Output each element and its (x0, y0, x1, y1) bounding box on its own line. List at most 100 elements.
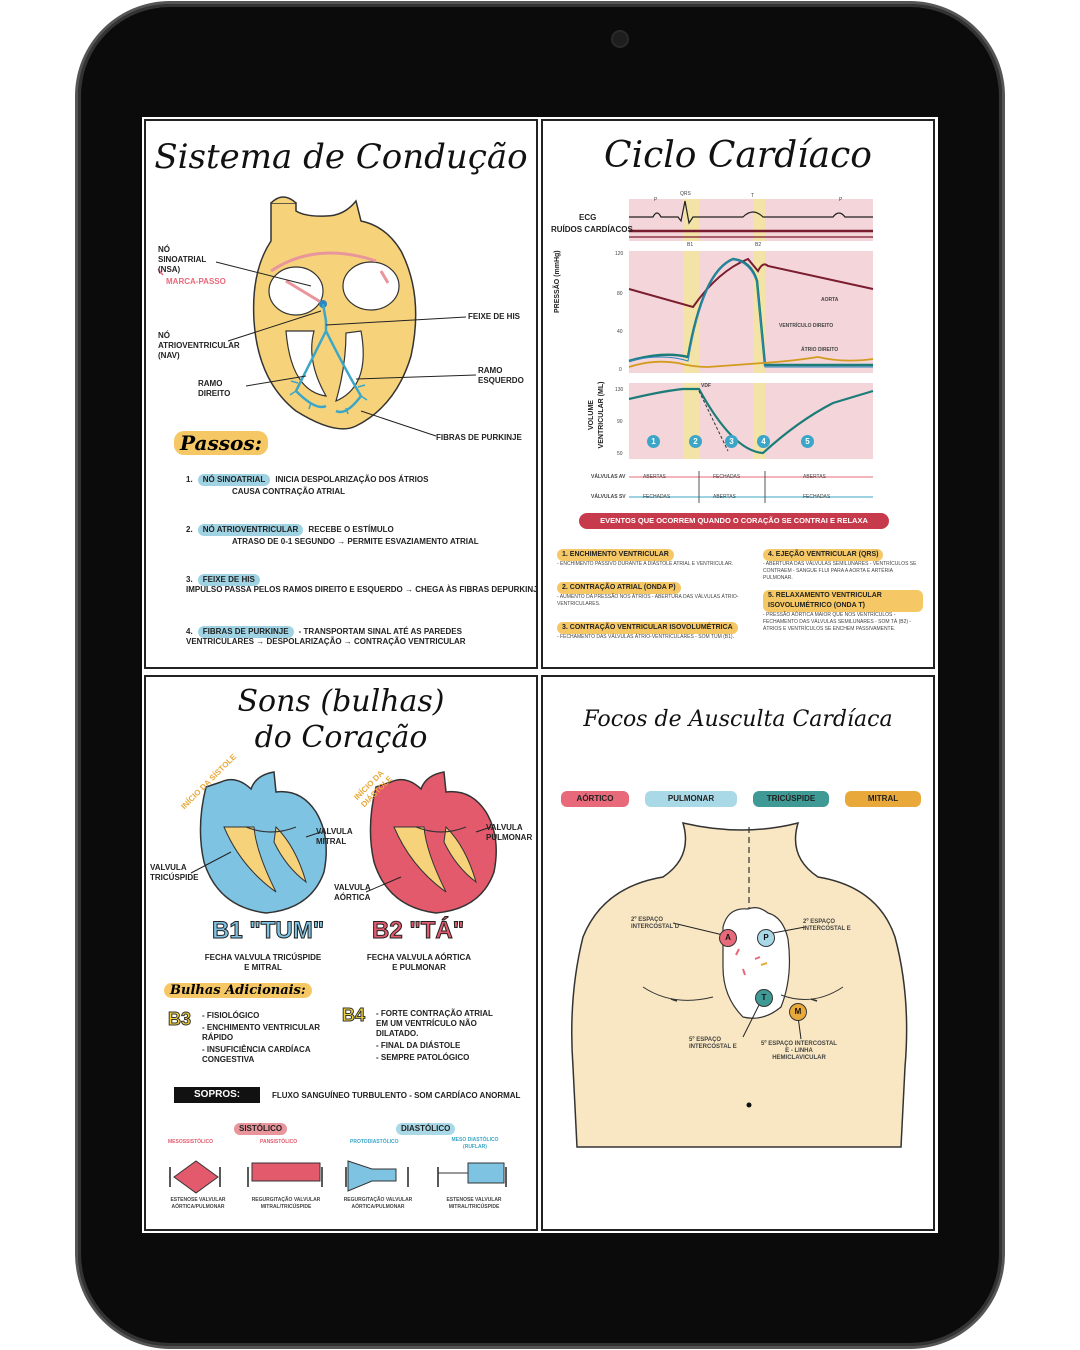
event-desc: - AUMENTO DA PRESSÃO NOS ÁTRIOS - ABERTU… (557, 594, 739, 607)
foci-legend: AÓRTICO PULMONAR TRICÚSPIDE MITRAL (561, 791, 921, 807)
step-number: 4. (186, 627, 193, 636)
murmur-desc: ESTENOSE VALVULAR MITRAL/TRICÚSPIDE (446, 1197, 502, 1210)
event-title: 1. ENCHIMENTO VENTRICULAR (557, 549, 674, 561)
pressure-tick: 40 (617, 329, 623, 335)
step-number: 3. (186, 575, 193, 584)
step-sub: ATRASO DE 0-1 SEGUNDO → PERMITE ESVAZIAM… (232, 537, 479, 546)
vdf-label: VDF (701, 383, 711, 389)
focus-marker: A (719, 929, 737, 947)
panel-sistema-conducao: Sistema de Condução NÓ SINOATRIAL (NSA) … (144, 119, 538, 669)
step-item: 4. FIBRAS DE PURKINJE - TRANSPORTAM SINA… (186, 619, 531, 667)
events-left: 1. ENCHIMENTO VENTRICULAR - ENCHIMENTO P… (557, 541, 743, 641)
focus-marker: P (757, 929, 775, 947)
heart-sounds-diagram (169, 771, 507, 1194)
valvula-aortica: VALVULA AÓRTICA (334, 883, 371, 902)
ecg-label: ECG (579, 213, 597, 222)
pressure-axis-label: PRESSÃO (mmHg) (554, 250, 561, 313)
valvula-pulmonar: VALVULA PULMONAR (486, 823, 533, 842)
volume-axis-label: VOLUME VENTRICULAR (ML) (588, 381, 605, 449)
ventriculo-label: VENTRÍCULO DIREITO (779, 323, 834, 329)
focus-desc-mitral: 5º ESPAÇO INTERCOSTAL E - LINHA HEMICLAV… (761, 1041, 837, 1061)
valve-row-label: VÁLVULAS SV (591, 494, 626, 500)
murmur-label: MESO DIASTÓLICO (RUFLAR) (451, 1137, 499, 1150)
phase-marker: 3 (725, 435, 738, 448)
b3-item: - ENCHIMENTO VENTRICULAR RÁPIDO (202, 1023, 321, 1042)
cardiac-cycle-chart (628, 199, 874, 503)
event-item: 3. CONTRAÇÃO VENTRICULAR ISOVOLUMÉTRICA … (557, 614, 743, 641)
sound-label: B2 (755, 242, 762, 248)
panel-title-line2: do Coração (254, 720, 428, 755)
aorta-label: AORTA (821, 297, 839, 303)
label-ramo-direito: RAMO DIREITO (198, 379, 231, 398)
legend-pulmonar: PULMONAR (645, 791, 737, 807)
pressure-tick: 80 (617, 291, 623, 297)
event-title: 4. EJEÇÃO VENTRICULAR (QRS) (763, 549, 884, 561)
passos-title: Passos: (174, 431, 268, 455)
events-title: EVENTOS QUE OCORREM QUANDO O CORAÇÃO SE … (579, 513, 889, 529)
valve-state: ABERTAS (803, 474, 826, 480)
event-desc: - FECHAMENTO DAS VÁLVULAS ÁTRIO-VENTRICU… (557, 634, 734, 640)
step-number: 2. (186, 525, 193, 534)
step-item: 1. NÓ SINOATRIAL INICIA DESPOLARIZAÇÃO D… (186, 467, 531, 517)
phase-marker: 5 (801, 435, 814, 448)
b3-item: - FISIOLÓGICO (202, 1011, 260, 1020)
wave-label: T (751, 193, 755, 199)
murmur-desc: REGURGITAÇÃO VALVULAR MITRAL/TRICÚSPIDE (251, 1197, 321, 1210)
step-key: NÓ ATRIOVENTRICULAR (197, 524, 304, 536)
volume-tick: 130 (615, 387, 624, 393)
pressure-tick: 120 (615, 251, 624, 257)
focus-marker: T (755, 989, 773, 1007)
tablet-screen: Sistema de Condução NÓ SINOATRIAL (NSA) … (142, 117, 938, 1233)
steps-list: 1. NÓ SINOATRIAL INICIA DESPOLARIZAÇÃO D… (186, 467, 536, 667)
phase-marker: 1 (647, 435, 660, 448)
valve-row-label: VÁLVULAS AV (591, 474, 626, 480)
valvula-mitral: VALVULA MITRAL (316, 827, 353, 846)
label-no-sinoatrial: NÓ SINOATRIAL (NSA) (158, 245, 207, 274)
valve-state: FECHADAS (803, 494, 831, 500)
focus-desc-pulmonar: 2º ESPAÇO INTERCOSTAL E (803, 919, 851, 932)
wave-label: P (654, 197, 658, 203)
wave-label: P (839, 197, 843, 203)
b4-item: - FORTE CONTRAÇÃO ATRIAL EM UM VENTRÍCUL… (376, 1009, 493, 1038)
panel-ciclo-cardiaco: Ciclo Cardíaco (541, 119, 935, 669)
focus-marker: M (789, 1003, 807, 1021)
panel-title: Sistema de Condução (154, 137, 528, 177)
phase-marker: 2 (689, 435, 702, 448)
b4-tag: B4 (341, 1005, 366, 1026)
murmur-label: PROTODIASTÓLICO (350, 1139, 399, 1145)
camera-icon (611, 30, 629, 48)
volume-tick: 50 (617, 451, 623, 457)
event-desc: - ENCHIMENTO PASSIVO DURANTE A DIÁSTOLE … (557, 561, 734, 567)
step-key: FEIXE DE HIS (197, 574, 260, 586)
b1-desc: FECHA VALVULA TRICÚSPIDE E MITRAL (204, 953, 322, 972)
b4-item: - FINAL DA DIÁSTOLE (376, 1041, 461, 1050)
torso-diagram (571, 821, 908, 1148)
step-sub: IMPULSO PASSA PELOS RAMOS DIREITO E ESQU… (186, 585, 538, 594)
step-sub: CAUSA CONTRAÇÃO ATRIAL (232, 487, 346, 496)
ruidos-label: RUÍDOS CARDÍACOS (551, 225, 633, 234)
valve-state: ABERTAS (643, 474, 666, 480)
b4-list: - FORTE CONTRAÇÃO ATRIAL EM UM VENTRÍCUL… (376, 1009, 496, 1063)
murmur-label: PANSISTÓLICO (260, 1139, 298, 1145)
step-text: RECEBE O ESTÍMULO (308, 525, 394, 534)
panel-title-line1: Sons (bulhas) (237, 684, 445, 719)
step-key: FIBRAS DE PURKINJE (197, 626, 294, 638)
sopros-desc: FLUXO SANGUÍNEO TURBULENTO - SOM CARDÍAC… (272, 1091, 521, 1100)
step-item: 3. FEIXE DE HIS IMPULSO PASSA PELOS RAMO… (186, 567, 536, 619)
atrio-label: ÁTRIO DIREITO (801, 347, 839, 353)
label-marca-passo: MARCA-PASSO (166, 277, 226, 286)
step-key: NÓ SINOATRIAL (197, 474, 271, 486)
event-item: 5. RELAXAMENTO VENTRICULAR ISOVOLUMÉTRIC… (763, 590, 923, 633)
legend-tricuspide: TRICÚSPIDE (753, 791, 829, 807)
b1-label: B1 "TUM" (211, 917, 325, 945)
sopros-tag: SOPROS: (174, 1087, 261, 1103)
step-number: 1. (186, 475, 193, 484)
legend-aortico: AÓRTICO (561, 791, 629, 807)
focus-desc-aortico: 2º ESPAÇO INTERCOSTAL D (631, 917, 680, 930)
panel-title: Focos de Ausculta Cardíaca (583, 707, 893, 732)
step-sub: VENTRICULARES → DESPOLARIZAÇÃO → CONTRAÇ… (186, 637, 466, 646)
volume-tick: 90 (617, 419, 623, 425)
panel-focos-ausculta: Focos de Ausculta Cardíaca AÓRTICO PULMO… (541, 675, 935, 1231)
b4-item: - SEMPRE PATOLÓGICO (376, 1053, 470, 1062)
label-no-atrioventricular: NÓ ATRIOVENTRICULAR (NAV) (158, 331, 240, 360)
